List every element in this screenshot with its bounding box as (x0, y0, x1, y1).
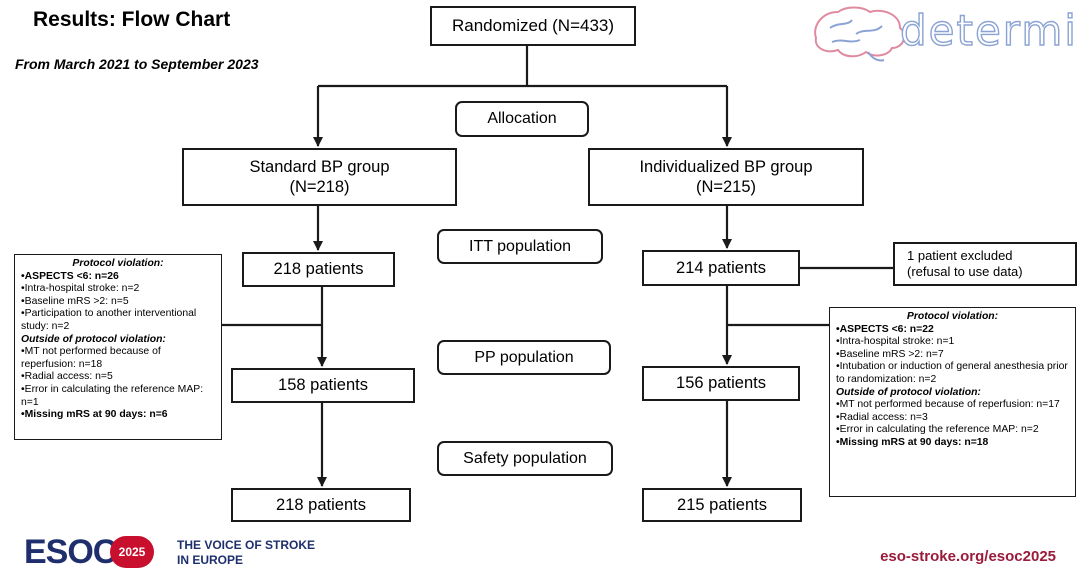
standard-group-name: Standard BP group (249, 158, 390, 176)
note-item: •Radial access: n=5 (21, 371, 113, 383)
excluded-reason: (refusal to use data) (907, 264, 1023, 279)
note-item: •Baseline mRS >2: n=5 (21, 295, 129, 307)
note-item: •Intubation or induction of general anes… (836, 361, 1068, 385)
footer-url[interactable]: eso-stroke.org/esoc2025 (880, 548, 1056, 565)
footer-tagline: THE VOICE OF STROKE IN EUROPE (177, 538, 315, 568)
individualized-itt-box: 214 patients (642, 250, 800, 286)
standard-pp-box: 158 patients (231, 368, 415, 403)
logo-wordmark: determine (899, 5, 1080, 55)
standard-group-n: (N=218) (289, 178, 350, 196)
determine-logo: determine (808, 4, 1080, 66)
excluded-count: 1 patient excluded (907, 248, 1013, 263)
individualized-violations-box: Protocol violation: •ASPECTS <6: n=22 •I… (829, 307, 1076, 497)
excluded-box: 1 patient excluded (refusal to use data) (893, 242, 1077, 286)
note-item: •Intra-hospital stroke: n=1 (836, 336, 955, 348)
note-item: •Missing mRS at 90 days: n=6 (21, 409, 168, 421)
safety-population-label: Safety population (437, 441, 613, 476)
standard-bp-group-box: Standard BP group (N=218) (182, 148, 457, 206)
esoc-logo-text: ESOC (24, 533, 117, 571)
allocation-label: Allocation (455, 101, 589, 137)
note-item: •Error in calculating the reference MAP:… (21, 383, 204, 408)
note-item: •Intra-hospital stroke: n=2 (21, 283, 140, 295)
note-item: •Error in calculating the reference MAP:… (836, 424, 1039, 436)
note-item: •Radial access: n=3 (836, 411, 928, 423)
pp-population-label: PP population (437, 340, 611, 375)
note-item: •ASPECTS <6: n=26 (21, 270, 119, 282)
individualized-safety-box: 215 patients (642, 488, 802, 522)
individualized-bp-group-box: Individualized BP group (N=215) (588, 148, 864, 206)
protocol-violation-heading: Protocol violation: (906, 311, 999, 322)
note-item: •MT not performed because of reperfusion… (21, 346, 161, 370)
slide-title: Results: Flow Chart (33, 8, 231, 31)
note-item: •Missing mRS at 90 days: n=18 (836, 436, 989, 448)
note-item: •Baseline mRS >2: n=7 (836, 348, 944, 360)
tagline-line-1: THE VOICE OF STROKE (177, 538, 316, 552)
note-item: •MT not performed because of reperfusion… (836, 399, 1060, 411)
individualized-group-n: (N=215) (695, 178, 757, 196)
protocol-violation-heading: Protocol violation: (72, 258, 164, 269)
brain-icon (814, 6, 906, 62)
randomized-box: Randomized (N=433) (430, 6, 636, 46)
slide-subtitle: From March 2021 to September 2023 (15, 56, 259, 72)
outside-violation-heading: Outside of protocol violation: (21, 333, 166, 345)
standard-safety-box: 218 patients (231, 488, 411, 522)
esoc-year-badge: 2025 (110, 536, 154, 568)
standard-violations-box: Protocol violation: •ASPECTS <6: n=26 •I… (14, 254, 222, 440)
outside-violation-heading: Outside of protocol violation: (836, 386, 981, 398)
individualized-group-name: Individualized BP group (639, 158, 813, 176)
individualized-pp-box: 156 patients (642, 366, 800, 401)
standard-itt-box: 218 patients (242, 252, 395, 287)
note-item: •Participation to another interventional… (21, 308, 197, 332)
tagline-line-2: IN EUROPE (177, 553, 244, 567)
itt-population-label: ITT population (437, 229, 603, 264)
note-item: •ASPECTS <6: n=22 (836, 323, 934, 335)
